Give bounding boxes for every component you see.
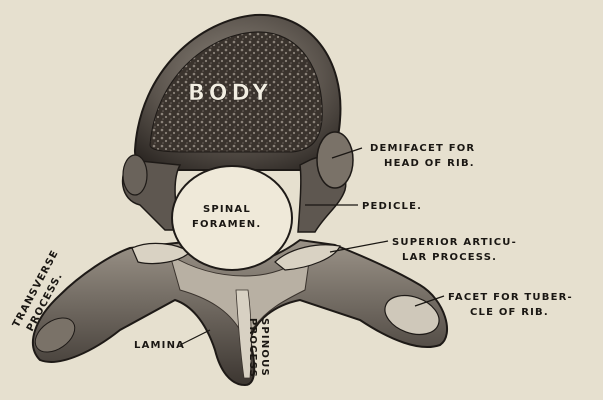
label-spinous-2: PROCESS	[247, 318, 258, 378]
label-facet-2: CLE OF RIB.	[470, 307, 549, 318]
demifacet	[317, 132, 353, 188]
label-body: BODY	[188, 81, 272, 106]
label-demifacet-1: DEMIFACET FOR	[370, 143, 475, 154]
label-spinal-2: FORAMEN.	[192, 219, 261, 230]
leader-lamina	[180, 330, 210, 345]
label-lamina: LAMINA	[134, 340, 185, 351]
label-demifacet-2: HEAD OF RIB.	[384, 158, 475, 169]
label-pedicle: PEDICLE.	[362, 201, 422, 212]
label-facet-1: FACET FOR TUBER-	[448, 292, 573, 303]
label-superior-1: SUPERIOR ARTICU-	[392, 237, 517, 248]
demifacet-left	[123, 155, 147, 195]
label-superior-2: LAR PROCESS.	[402, 252, 497, 263]
label-spinous-1: SPINOUS	[259, 318, 270, 377]
spinal-foramen	[172, 166, 292, 270]
label-spinal-1: SPINAL	[203, 204, 251, 215]
